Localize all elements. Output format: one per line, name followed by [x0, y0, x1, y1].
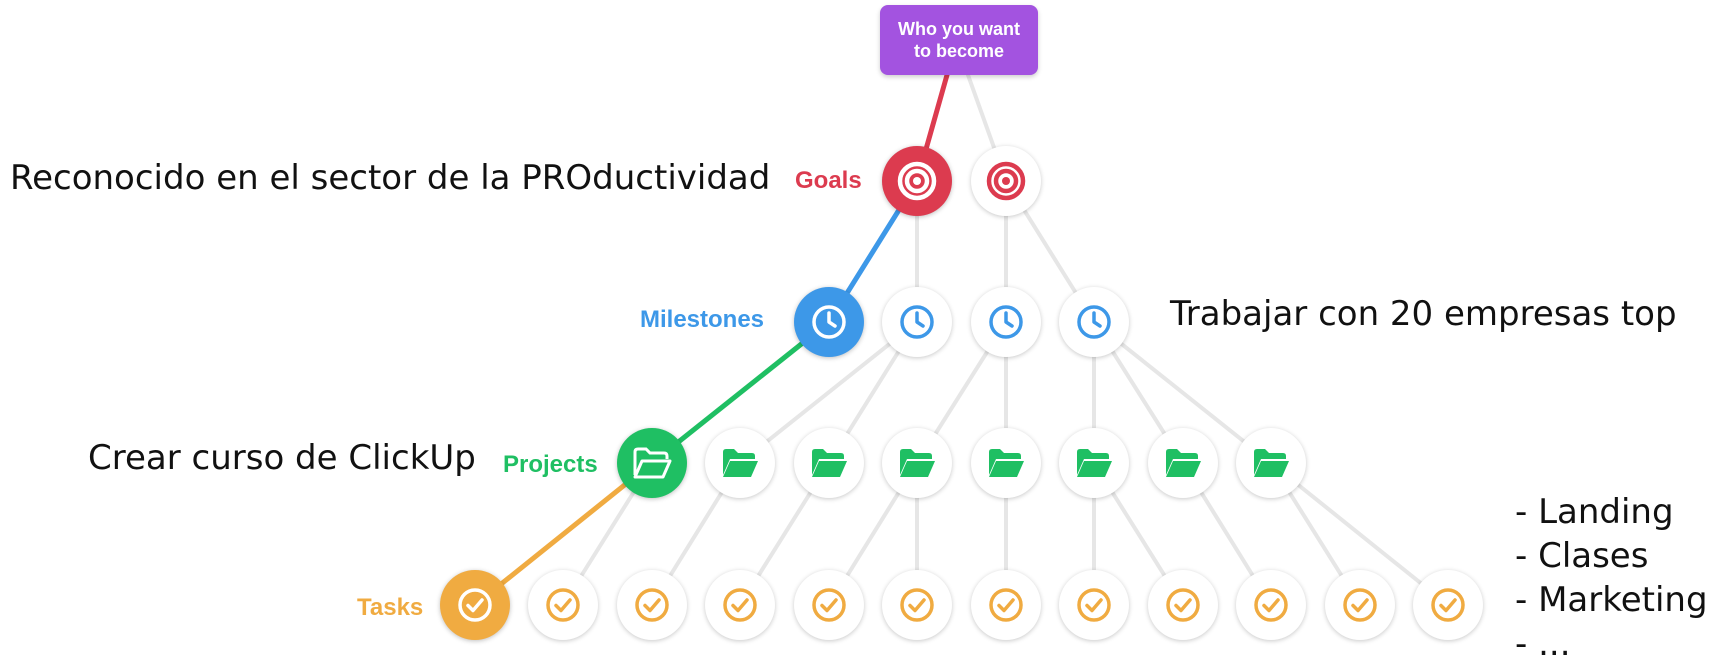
project-node	[1236, 428, 1306, 498]
task-node	[971, 570, 1041, 640]
task-node	[705, 570, 775, 640]
task-node	[1236, 570, 1306, 640]
task-node	[1148, 570, 1218, 640]
clock-icon	[812, 305, 846, 339]
folder-icon	[723, 449, 758, 477]
task-note-item: - Marketing	[1515, 580, 1708, 620]
connector-line	[738, 320, 919, 465]
folder-icon	[1077, 449, 1112, 477]
task-node-highlighted	[440, 570, 510, 640]
folder-icon	[900, 449, 935, 477]
project-node-highlighted	[617, 428, 687, 498]
check-circle-icon	[1254, 588, 1288, 622]
goal-node	[971, 146, 1041, 216]
check-circle-icon	[546, 588, 580, 622]
task-node	[794, 570, 864, 640]
goal-note: Reconocido en el sector de la PROductivi…	[10, 158, 771, 198]
connector-line	[1269, 461, 1450, 607]
check-circle-icon	[812, 588, 846, 622]
milestones-level-label: Milestones	[640, 306, 765, 333]
check-circle-icon	[458, 588, 492, 622]
milestone-node	[882, 287, 952, 357]
project-node	[705, 428, 775, 498]
task-node	[528, 570, 598, 640]
folder-icon	[1254, 449, 1289, 477]
project-node	[1148, 428, 1218, 498]
check-circle-icon	[1343, 588, 1377, 622]
check-circle-icon	[1431, 588, 1465, 622]
task-list-note: - Landing - Clases - Marketing - ...	[1515, 490, 1708, 666]
clock-icon	[900, 305, 934, 339]
folder-icon	[989, 449, 1024, 477]
highlight-connector-task	[472, 460, 655, 608]
check-circle-icon	[900, 588, 934, 622]
root-label: Who you want to become	[898, 19, 1020, 61]
clock-icon	[989, 305, 1023, 339]
folder-icon	[1166, 449, 1201, 477]
goals-level-label: Goals	[795, 167, 862, 194]
task-note-item: - Clases	[1515, 536, 1649, 576]
task-note-item: - Landing	[1515, 492, 1674, 532]
milestone-node	[971, 287, 1041, 357]
milestone-note: Trabajar con 20 empresas top	[1170, 294, 1677, 334]
milestone-node-highlighted	[794, 287, 864, 357]
task-node	[1413, 570, 1483, 640]
task-note-item: - ...	[1515, 624, 1571, 664]
check-circle-icon	[1077, 588, 1111, 622]
check-circle-icon	[723, 588, 757, 622]
task-node	[1059, 570, 1129, 640]
check-circle-icon	[1166, 588, 1200, 622]
folder-icon	[812, 449, 847, 477]
task-node	[882, 570, 952, 640]
projects-level-label: Projects	[503, 451, 598, 478]
highlight-connector-project	[649, 319, 832, 466]
target-icon	[897, 161, 937, 201]
connector-line	[1092, 320, 1273, 465]
goal-node-highlighted	[882, 146, 952, 216]
project-node	[971, 428, 1041, 498]
milestone-node	[1059, 287, 1129, 357]
tasks-level-label: Tasks	[357, 594, 424, 621]
folder-icon	[633, 447, 672, 479]
project-note: Crear curso de ClickUp	[88, 438, 476, 478]
check-circle-icon	[989, 588, 1023, 622]
target-icon	[986, 161, 1026, 201]
check-circle-icon	[635, 588, 669, 622]
root-node: Who you want to become	[880, 5, 1038, 75]
clock-icon	[1077, 305, 1111, 339]
project-node	[1059, 428, 1129, 498]
task-node	[1325, 570, 1395, 640]
project-node	[794, 428, 864, 498]
task-node	[617, 570, 687, 640]
project-node	[882, 428, 952, 498]
